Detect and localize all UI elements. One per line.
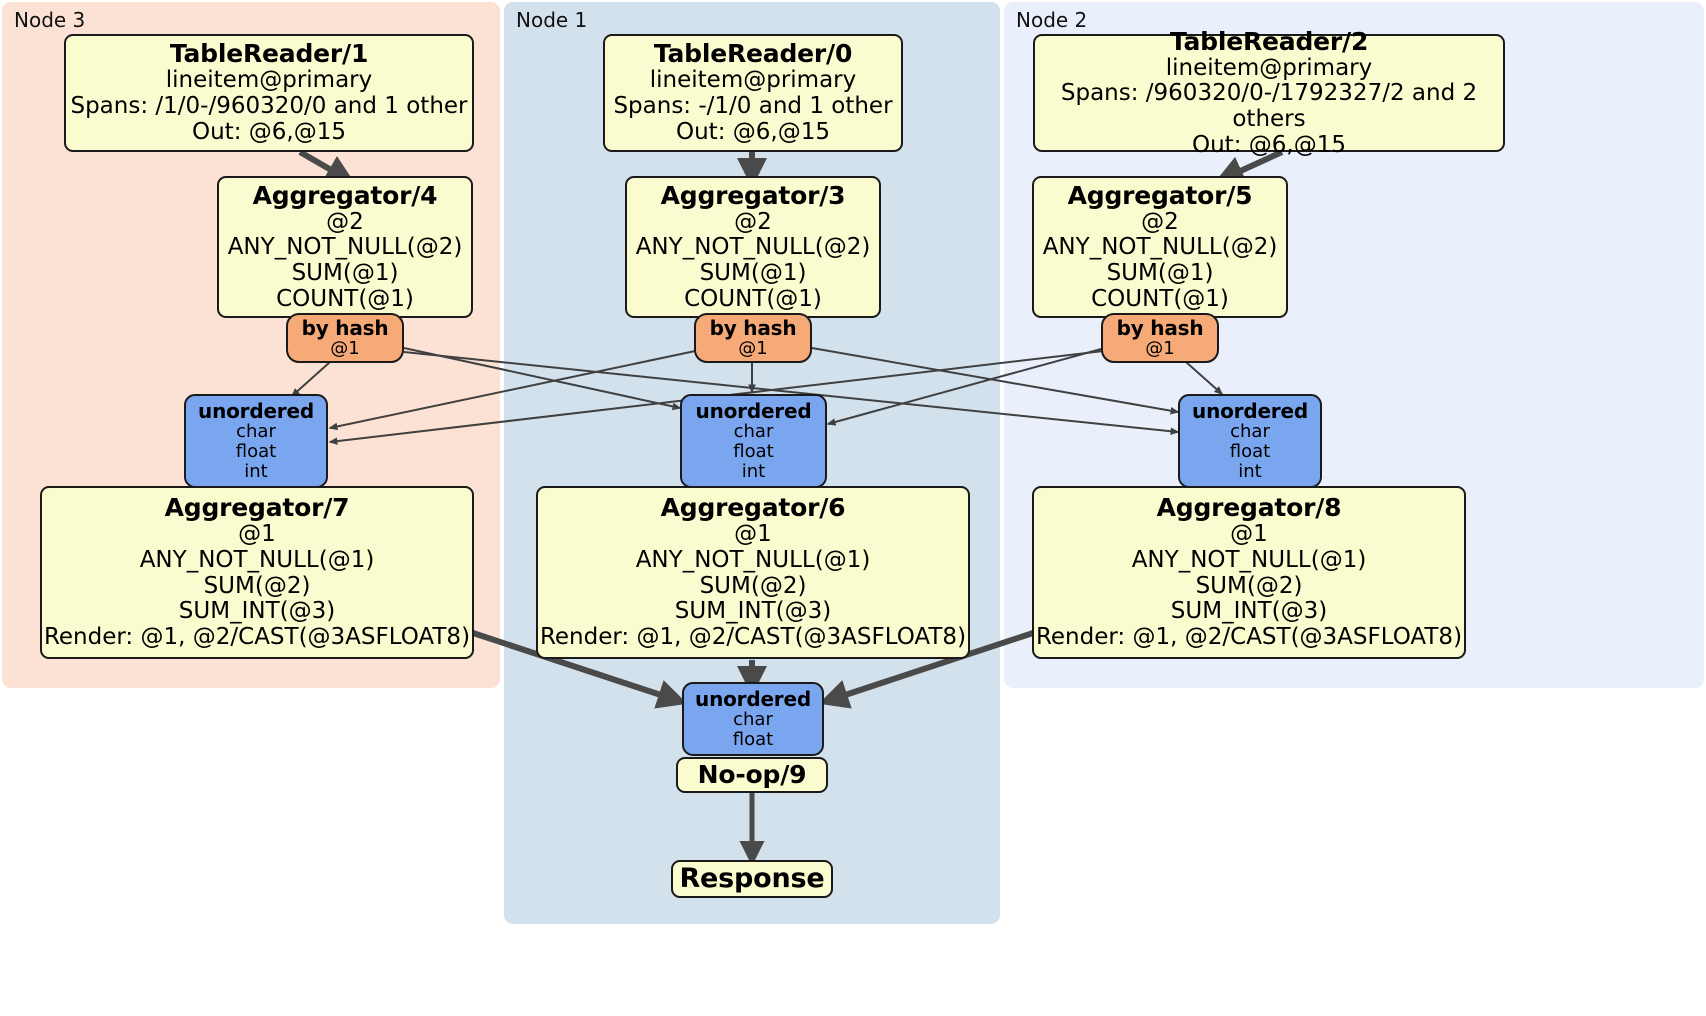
- unordered-right-line-2: int: [1238, 461, 1262, 483]
- aggregator-8-line-1: ANY_NOT_NULL(@1): [1131, 546, 1367, 573]
- aggregator-3-line-3: COUNT(@1): [684, 285, 822, 312]
- noop-9-title: No-op/9: [697, 760, 807, 789]
- unordered-left-line-2: int: [244, 461, 268, 483]
- processor-aggregator-4[interactable]: Aggregator/4 @2 ANY_NOT_NULL(@2) SUM(@1)…: [217, 176, 473, 318]
- aggregator-4-title: Aggregator/4: [252, 180, 438, 210]
- tablereader-2-line-0: lineitem@primary: [1165, 54, 1373, 81]
- router-by-hash-center[interactable]: by hash @1: [694, 313, 812, 363]
- aggregator-4-line-3: COUNT(@1): [276, 285, 414, 312]
- by-hash-left-line-0: @1: [330, 338, 360, 360]
- tablereader-1-line-1: Spans: /1/0-/960320/0 and 1 other: [70, 93, 468, 120]
- processor-aggregator-7[interactable]: Aggregator/7 @1 ANY_NOT_NULL(@1) SUM(@2)…: [40, 486, 474, 659]
- router-by-hash-left[interactable]: by hash @1: [286, 313, 404, 363]
- synchronizer-unordered-final[interactable]: unordered char float: [682, 682, 824, 756]
- aggregator-8-title: Aggregator/8: [1156, 493, 1342, 523]
- aggregator-5-line-3: COUNT(@1): [1091, 285, 1229, 312]
- processor-noop-9[interactable]: No-op/9: [676, 757, 828, 793]
- unordered-center-title: unordered: [695, 398, 812, 423]
- processor-aggregator-3[interactable]: Aggregator/3 @2 ANY_NOT_NULL(@2) SUM(@1)…: [625, 176, 881, 318]
- aggregator-7-line-3: SUM_INT(@3): [178, 598, 336, 625]
- aggregator-8-line-4: Render: @1, @2/CAST(@3ASFLOAT8): [1035, 624, 1463, 651]
- aggregator-7-line-1: ANY_NOT_NULL(@1): [139, 546, 375, 573]
- aggregator-4-line-1: ANY_NOT_NULL(@2): [227, 234, 463, 261]
- tablereader-0-line-2: Out: @6,@15: [676, 118, 830, 145]
- unordered-center-line-1: float: [733, 441, 774, 463]
- unordered-right-line-1: float: [1229, 441, 1271, 463]
- unordered-final-title: unordered: [695, 686, 811, 711]
- unordered-left-line-1: float: [235, 441, 277, 463]
- unordered-center-line-2: int: [741, 461, 766, 483]
- aggregator-6-line-4: Render: @1, @2/CAST(@3ASFLOAT8): [539, 624, 967, 651]
- aggregator-6-line-1: ANY_NOT_NULL(@1): [635, 546, 871, 573]
- tablereader-0-line-0: lineitem@primary: [649, 67, 857, 94]
- aggregator-3-line-1: ANY_NOT_NULL(@2): [635, 234, 871, 261]
- router-by-hash-right[interactable]: by hash @1: [1101, 313, 1219, 363]
- aggregator-5-line-0: @2: [1141, 208, 1179, 235]
- aggregator-7-line-2: SUM(@2): [203, 572, 311, 599]
- unordered-left-line-0: char: [236, 420, 276, 442]
- aggregator-7-title: Aggregator/7: [164, 493, 350, 523]
- aggregator-6-title: Aggregator/6: [660, 493, 846, 523]
- processor-aggregator-6[interactable]: Aggregator/6 @1 ANY_NOT_NULL(@1) SUM(@2)…: [536, 486, 970, 659]
- aggregator-4-line-0: @2: [326, 208, 364, 235]
- tablereader-1-line-0: lineitem@primary: [165, 67, 373, 94]
- tablereader-2-line-1: Spans: /960320/0-/1792327/2 and 2 others: [1060, 80, 1478, 132]
- aggregator-7-line-0: @1: [238, 521, 276, 548]
- aggregator-6-line-2: SUM(@2): [699, 572, 807, 599]
- synchronizer-unordered-left[interactable]: unordered char float int: [184, 394, 328, 488]
- aggregator-5-line-2: SUM(@1): [1106, 260, 1214, 286]
- processor-tablereader-2[interactable]: TableReader/2 lineitem@primary Spans: /9…: [1033, 27, 1505, 158]
- tablereader-0-title: TableReader/0: [653, 39, 853, 69]
- unordered-center-line-0: char: [733, 420, 774, 442]
- by-hash-left-title: by hash: [301, 315, 389, 340]
- aggregator-8-line-0: @1: [1230, 521, 1268, 548]
- panel-node-3-label: Node 3: [14, 8, 86, 32]
- tablereader-2-line-2: Out: @6,@15: [1192, 131, 1346, 158]
- aggregator-3-line-0: @2: [734, 208, 772, 235]
- aggregator-3-line-2: SUM(@1): [699, 260, 807, 286]
- tablereader-1-title: TableReader/1: [169, 39, 369, 69]
- panel-node-1-label: Node 1: [516, 8, 588, 32]
- processor-aggregator-5[interactable]: Aggregator/5 @2 ANY_NOT_NULL(@2) SUM(@1)…: [1032, 176, 1288, 318]
- unordered-left-title: unordered: [198, 398, 314, 423]
- aggregator-3-title: Aggregator/3: [660, 180, 846, 210]
- aggregator-5-line-1: ANY_NOT_NULL(@2): [1042, 234, 1278, 261]
- aggregator-8-line-2: SUM(@2): [1195, 572, 1303, 599]
- response-title: Response: [679, 862, 825, 894]
- aggregator-6-line-3: SUM_INT(@3): [674, 598, 832, 625]
- aggregator-8-line-3: SUM_INT(@3): [1170, 598, 1328, 625]
- tablereader-2-title: TableReader/2: [1169, 26, 1369, 56]
- aggregator-5-title: Aggregator/5: [1067, 180, 1253, 210]
- by-hash-right-line-0: @1: [1145, 338, 1175, 360]
- by-hash-center-line-0: @1: [738, 338, 768, 360]
- synchronizer-unordered-center[interactable]: unordered char float int: [680, 394, 827, 488]
- unordered-right-line-0: char: [1230, 420, 1270, 442]
- unordered-right-title: unordered: [1192, 398, 1308, 423]
- unordered-final-line-1: float: [732, 729, 774, 751]
- processor-tablereader-1[interactable]: TableReader/1 lineitem@primary Spans: /1…: [64, 34, 474, 152]
- processor-tablereader-0[interactable]: TableReader/0 lineitem@primary Spans: -/…: [603, 34, 903, 152]
- panel-node-2-label: Node 2: [1016, 8, 1088, 32]
- tablereader-0-line-1: Spans: -/1/0 and 1 other: [613, 93, 893, 120]
- aggregator-4-line-2: SUM(@1): [291, 260, 399, 286]
- processor-response[interactable]: Response: [671, 860, 833, 898]
- by-hash-right-title: by hash: [1116, 315, 1204, 340]
- by-hash-center-title: by hash: [709, 315, 797, 340]
- unordered-final-line-0: char: [733, 709, 773, 731]
- processor-aggregator-8[interactable]: Aggregator/8 @1 ANY_NOT_NULL(@1) SUM(@2)…: [1032, 486, 1466, 659]
- aggregator-6-line-0: @1: [734, 521, 772, 548]
- aggregator-7-line-4: Render: @1, @2/CAST(@3ASFLOAT8): [43, 624, 471, 651]
- synchronizer-unordered-right[interactable]: unordered char float int: [1178, 394, 1322, 488]
- tablereader-1-line-2: Out: @6,@15: [192, 118, 346, 145]
